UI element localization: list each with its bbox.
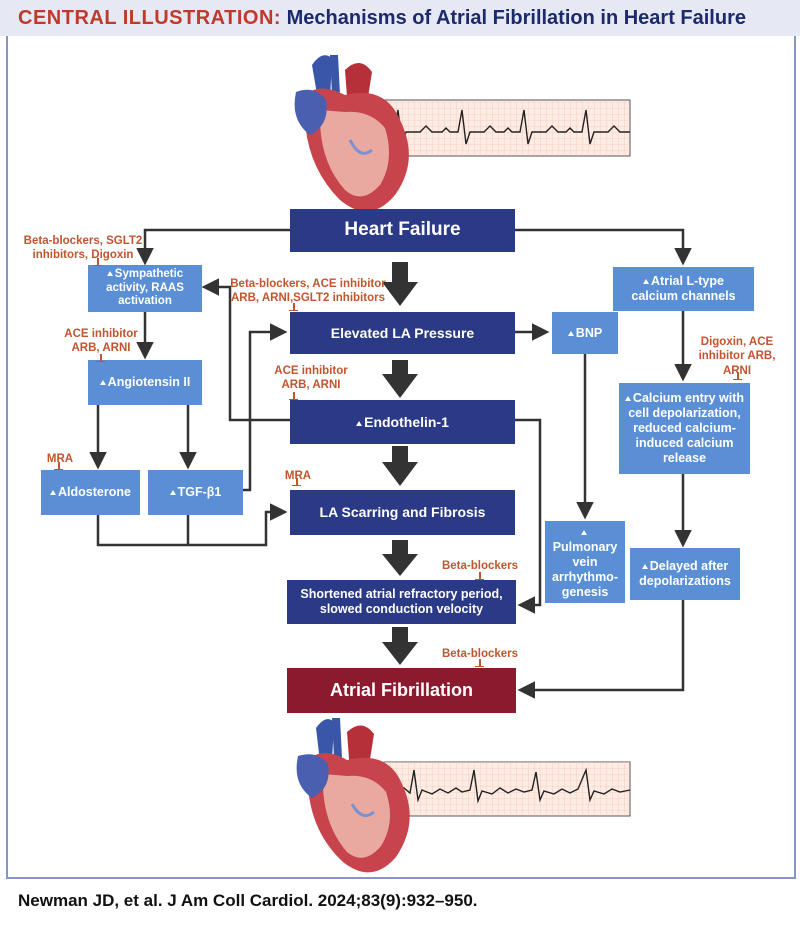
connectors: [89, 228, 692, 699]
delayed-label: Delayed after depolarizations: [639, 559, 731, 588]
la-pressure-box: Elevated LA Pressure: [290, 312, 515, 354]
delayed-after-depol-box: Delayed after depolarizations: [630, 548, 740, 600]
note-beta-2: Beta-blockers: [440, 647, 520, 661]
inhibit-icon: [54, 462, 63, 470]
la-pressure-label: Elevated LA Pressure: [330, 324, 475, 341]
atrial-fibrillation-box: Atrial Fibrillation: [287, 668, 516, 713]
note-beta-1-text: Beta-blockers: [441, 560, 519, 572]
l-type-box: Atrial L-type calcium channels: [613, 267, 754, 311]
inhibit-icon: [289, 392, 298, 400]
increase-arrow-icon: [581, 529, 587, 535]
increase-arrow-icon: [641, 564, 648, 569]
note-beta-ace-text: Beta-blockers, ACE inhibitor ARB, ARNI,S…: [230, 278, 386, 305]
main-flow-arrows: [382, 262, 418, 665]
la-scarring-label: LA Scarring and Fibrosis: [319, 504, 486, 521]
aldosterone-box: Aldosterone: [41, 470, 140, 515]
top-heart-illustration: [294, 55, 409, 212]
sympathetic-box: Sympathetic activity, RAAS activation: [88, 265, 202, 312]
sympathetic-label: Sympathetic activity, RAAS activation: [106, 267, 184, 308]
note-mra-2-text: MRA: [284, 470, 312, 482]
figure-frame: [6, 36, 796, 879]
header-bar: CENTRAL ILLUSTRATION: Mechanisms of Atri…: [0, 0, 800, 36]
inhibit-icon: [93, 258, 102, 266]
note-ace-2: ACE inhibitor ARB, ARNI: [270, 364, 352, 393]
inhibit-icon: [733, 372, 742, 380]
pulmonary-label: Pulmonary vein arrhythmo-genesis: [552, 539, 618, 599]
increase-arrow-icon: [567, 330, 574, 336]
note-mra-2: MRA: [283, 469, 313, 483]
note-ace-1: ACE inhibitor ARB, ARNI: [60, 327, 142, 356]
inhibit-icon: [96, 354, 105, 362]
increase-arrow-icon: [50, 490, 57, 495]
tgf-label: TGF-β1: [177, 485, 222, 499]
note-mra-1-text: MRA: [46, 453, 74, 465]
note-beta-2-text: Beta-blockers: [441, 648, 519, 660]
shortened-label: Shortened atrial refractory period, slow…: [300, 587, 503, 616]
note-beta-1: Beta-blockers: [440, 559, 520, 573]
increase-arrow-icon: [106, 270, 113, 276]
note-mra-1: MRA: [45, 452, 75, 466]
endothelin-box: Endothelin-1: [290, 400, 515, 444]
shortened-refractory-box: Shortened atrial refractory period, slow…: [287, 580, 516, 624]
calcium-entry-label: Calcium entry with cell depolarization, …: [628, 391, 745, 465]
tgf-box: TGF-β1: [148, 470, 243, 515]
note-ace-2-text: ACE inhibitor ARB, ARNI: [274, 365, 348, 392]
increase-arrow-icon: [643, 279, 650, 284]
endothelin-label: Endothelin-1: [364, 413, 449, 430]
increase-arrow-icon: [624, 396, 631, 401]
increase-arrow-icon: [356, 420, 363, 426]
citation: Newman JD, et al. J Am Coll Cardiol. 202…: [18, 891, 478, 910]
bnp-label: BNP: [575, 325, 603, 340]
la-scarring-box: LA Scarring and Fibrosis: [290, 490, 515, 535]
angiotensin-label: Angiotensin II: [107, 375, 191, 389]
increase-arrow-icon: [99, 380, 106, 385]
increase-arrow-icon: [169, 490, 176, 495]
bnp-box: BNP: [552, 312, 618, 354]
note-digoxin-text: Digoxin, ACE inhibitor ARB, ARNI: [698, 336, 776, 377]
inhibit-icon: [289, 303, 298, 311]
header-title: Mechanisms of Atrial Fibrillation in Hea…: [286, 7, 746, 29]
aldosterone-label: Aldosterone: [58, 485, 131, 499]
heart-failure-box: Heart Failure: [290, 209, 515, 252]
note-beta-sglt2-text: Beta-blockers, SGLT2 inhibitors, Digoxin: [23, 235, 143, 262]
calcium-entry-box: Calcium entry with cell depolarization, …: [619, 383, 750, 474]
heart-failure-label: Heart Failure: [344, 219, 461, 241]
l-type-label: Atrial L-type calcium channels: [631, 274, 736, 303]
inhibit-icon: [475, 659, 484, 667]
atrial-fibrillation-label: Atrial Fibrillation: [329, 679, 473, 700]
header-label: CENTRAL ILLUSTRATION:: [18, 7, 282, 29]
note-beta-sglt2: Beta-blockers, SGLT2 inhibitors, Digoxin: [20, 234, 146, 263]
note-ace-1-text: ACE inhibitor ARB, ARNI: [64, 328, 138, 355]
angiotensin-box: Angiotensin II: [88, 360, 202, 405]
bottom-heart-illustration: [296, 718, 410, 873]
note-digoxin: Digoxin, ACE inhibitor ARB, ARNI: [698, 335, 776, 378]
header-text: CENTRAL ILLUSTRATION: Mechanisms of Atri…: [18, 7, 746, 30]
inhibit-icon: [475, 572, 484, 580]
note-beta-ace: Beta-blockers, ACE inhibitor ARB, ARNI,S…: [228, 277, 388, 306]
bottom-ecg-strip: [383, 761, 631, 817]
inhibit-icon: [292, 478, 301, 486]
pulmonary-vein-box: Pulmonary vein arrhythmo-genesis: [545, 521, 625, 603]
